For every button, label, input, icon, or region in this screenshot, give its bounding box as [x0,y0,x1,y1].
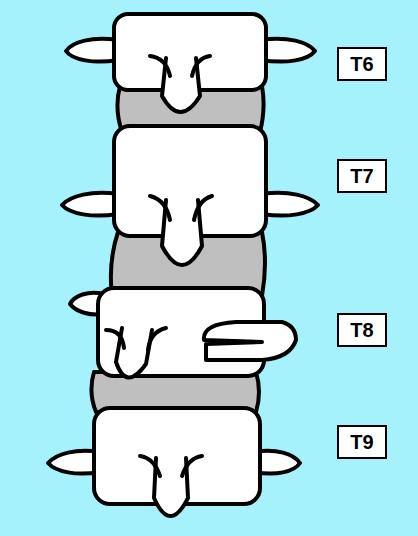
transverse-process [262,193,318,216]
transverse-process [62,193,118,216]
vertebra-level: T8 [350,319,373,341]
lamina-line [106,328,166,350]
transverse-process [260,39,315,62]
vertebra-level: T6 [350,53,373,75]
level-label-box: T8 [337,313,387,347]
spinous-process [154,458,188,516]
transverse-process [66,39,118,62]
level-label-box: T9 [337,425,387,459]
lamina-line [150,196,212,220]
lamina-line [150,56,210,76]
transverse-process [204,322,296,360]
vertebra-level: T7 [350,165,373,187]
lamina-line [140,456,202,476]
level-label-box: T6 [337,47,387,81]
vertebra-level: T9 [350,431,373,453]
level-label-box: T7 [337,159,387,193]
